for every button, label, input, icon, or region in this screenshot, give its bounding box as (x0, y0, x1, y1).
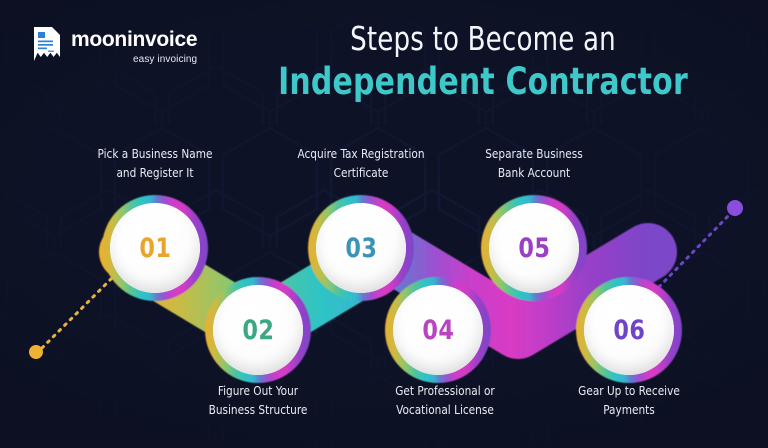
step-01-number: 01 (138, 232, 172, 264)
step-01-circle[interactable]: 01 (110, 203, 200, 293)
step-01-label-line2: and Register It (116, 165, 194, 180)
step-04-label-line2: Vocational License (396, 402, 494, 417)
step-06-label-line1: Gear Up to Receive (578, 383, 680, 398)
step-06-circle[interactable]: 06 (584, 285, 674, 375)
step-02-label-line2: Business Structure (208, 402, 308, 417)
step-03-circle[interactable]: 03 (316, 203, 406, 293)
step-03-number: 03 (344, 232, 378, 264)
step-02-circle[interactable]: 02 (213, 285, 303, 375)
step-04-label-line1: Get Professional or (395, 383, 495, 398)
step-05-label: Separate Business Bank Account (427, 144, 641, 182)
step-05-circle[interactable]: 05 (489, 203, 579, 293)
step-06-label-line2: Payments (603, 402, 655, 417)
step-06-number: 06 (612, 314, 646, 346)
step-01-label: Pick a Business Name and Register It (48, 144, 262, 182)
step-05-label-line2: Bank Account (497, 165, 571, 180)
step-02-label: Figure Out Your Business Structure (151, 381, 365, 419)
step-02-number: 02 (241, 314, 275, 346)
step-06-label: Gear Up to Receive Payments (522, 381, 736, 419)
step-04-number: 04 (421, 314, 455, 346)
step-04-circle[interactable]: 04 (393, 285, 483, 375)
step-04-label: Get Professional or Vocational License (338, 381, 552, 419)
step-01-label-line1: Pick a Business Name (97, 146, 213, 161)
step-02-label-line1: Figure Out Your (217, 383, 299, 398)
step-05-label-line1: Separate Business (485, 146, 583, 161)
step-05-number: 05 (517, 232, 551, 264)
